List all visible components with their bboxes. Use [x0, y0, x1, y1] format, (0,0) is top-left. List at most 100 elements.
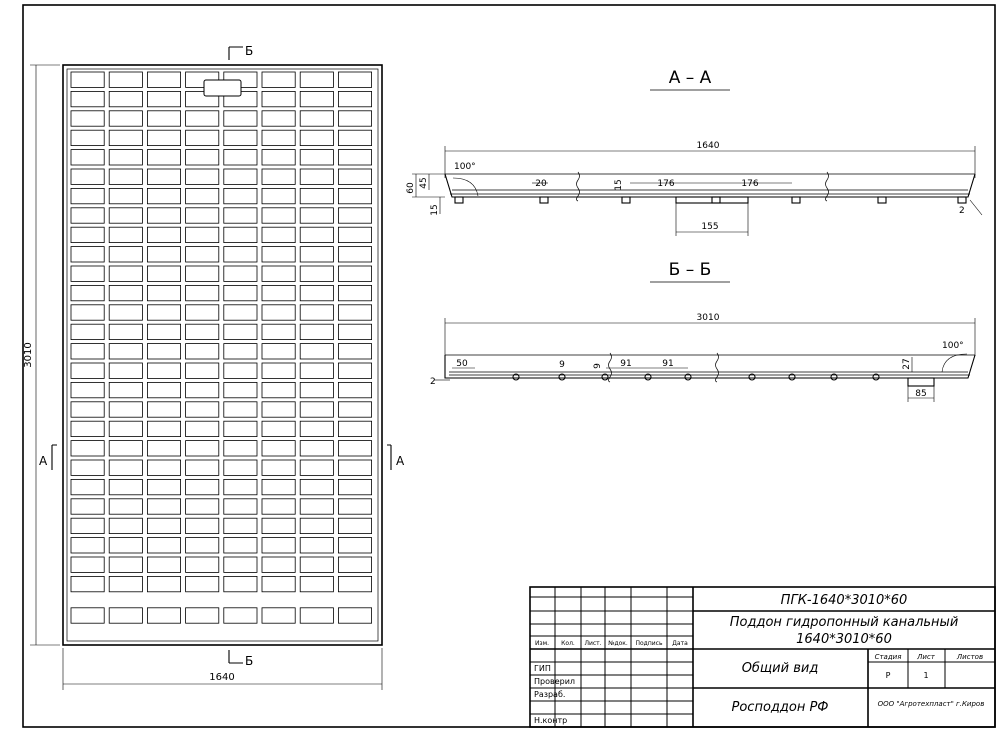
aa-dim-176a: 176: [657, 179, 674, 189]
grid-cell: [146, 401, 181, 418]
grid-cell: [146, 381, 181, 399]
bb-foot: [748, 373, 756, 381]
grid-cell: [185, 246, 220, 263]
section-mark-a-right: А: [396, 454, 405, 468]
plan-height-dim: 3010: [23, 342, 34, 367]
grid-cell: [146, 537, 181, 554]
grid-cell: [185, 226, 220, 243]
grid-cell: [337, 607, 372, 624]
grid-cell: [223, 607, 258, 624]
grid-cell: [70, 517, 105, 535]
grid-cell: [223, 343, 258, 360]
col-list: Лист.: [584, 640, 601, 647]
grid-cell: [261, 401, 296, 418]
grid-cell: [146, 187, 181, 205]
grid-cell: [146, 226, 181, 243]
grid-cell: [146, 362, 181, 379]
grid-cell: [223, 304, 258, 321]
grid-cell: [261, 362, 296, 379]
grid-cell: [108, 607, 143, 624]
grid-cell: [108, 226, 143, 243]
doc-view: Общий вид: [742, 661, 819, 676]
grid-cell: [108, 71, 143, 88]
grid-cell: [146, 343, 181, 360]
grid-cell: [108, 343, 143, 360]
grid-cell: [70, 187, 105, 205]
doc-name-line2: 1640*3010*60: [796, 632, 892, 647]
grid-cell: [337, 284, 372, 302]
grid-cell: [299, 304, 334, 321]
bb-dim-2: 2: [430, 377, 436, 387]
bb-foot: [830, 373, 838, 381]
stage-value: Р: [886, 671, 891, 680]
grid-cell: [70, 265, 105, 282]
grid-cell: [70, 226, 105, 243]
plan-view: 1640 3010 Б Б А А: [23, 44, 405, 690]
grid-cell: [337, 478, 372, 496]
bb-foot: [644, 373, 652, 381]
bb-dim-91b: 91: [662, 359, 673, 369]
row-razrab: Разраб.: [534, 690, 565, 699]
grid-cell: [223, 381, 258, 399]
aa-foot: [711, 196, 721, 204]
grid-cell: [108, 478, 143, 496]
grid-cell: [108, 362, 143, 379]
grid-cell: [108, 110, 143, 127]
grid-cell: [70, 440, 105, 457]
grid-cell: [337, 343, 372, 360]
grid-cell: [223, 149, 258, 166]
bb-foot: [684, 373, 692, 381]
grid-cell: [70, 362, 105, 379]
grid-cell: [146, 420, 181, 438]
grid-cell: [337, 362, 372, 379]
grid-cell: [108, 420, 143, 438]
grid-cell: [337, 265, 372, 282]
grid-cell: [70, 110, 105, 127]
aa-foot: [877, 196, 887, 204]
grid-cell: [185, 265, 220, 282]
aa-foot: [791, 196, 801, 204]
grid-cell: [185, 323, 220, 341]
grid-cell: [108, 459, 143, 476]
grid-cell: [223, 537, 258, 554]
bb-foot: [512, 373, 520, 381]
grid-cell: [261, 168, 296, 185]
doc-code: ПГК-1640*3010*60: [781, 593, 908, 608]
aa-dim-20: 20: [535, 179, 547, 189]
grid-cell: [223, 226, 258, 243]
grid-cell: [146, 478, 181, 496]
grid-cell: [223, 207, 258, 224]
grid-cell: [261, 381, 296, 399]
grid-cell: [108, 401, 143, 418]
grid-cell: [299, 459, 334, 476]
row-nkontr: Н.контр: [534, 716, 567, 725]
grid-cell: [70, 149, 105, 166]
aa-dim-176b: 176: [741, 179, 758, 189]
col-data: Дата: [672, 640, 688, 647]
aa-dim-2: 2: [959, 206, 965, 216]
section-mark-b-top: Б: [245, 44, 253, 58]
grid-cell: [146, 459, 181, 476]
bb-dim-91a: 91: [620, 359, 631, 369]
grid-cell: [146, 440, 181, 457]
grid-cell: [185, 129, 220, 146]
grid-cell: [337, 517, 372, 535]
doc-name-line1: Поддон гидропонный канальный: [730, 615, 959, 630]
grid-cell: [223, 284, 258, 302]
grid-cell: [70, 498, 105, 515]
aa-foot: [539, 196, 549, 204]
grid-cell: [185, 284, 220, 302]
col-izm: Изм.: [535, 640, 549, 647]
grid-cell: [185, 440, 220, 457]
grid-cell: [108, 246, 143, 263]
grid-cell: [261, 607, 296, 624]
title-block: Изм. Кол. Лист. №док. Подпись Дата ГИП П…: [529, 586, 996, 728]
grid-cell: [337, 459, 372, 476]
section-aa: А – А 1640 20 176 176 15 155: [406, 68, 983, 236]
grid-cell: [108, 556, 143, 573]
grid-cell: [299, 226, 334, 243]
grid-cell: [261, 440, 296, 457]
grid-cell: [223, 459, 258, 476]
grid-cell: [108, 149, 143, 166]
grid-cell: [185, 304, 220, 321]
